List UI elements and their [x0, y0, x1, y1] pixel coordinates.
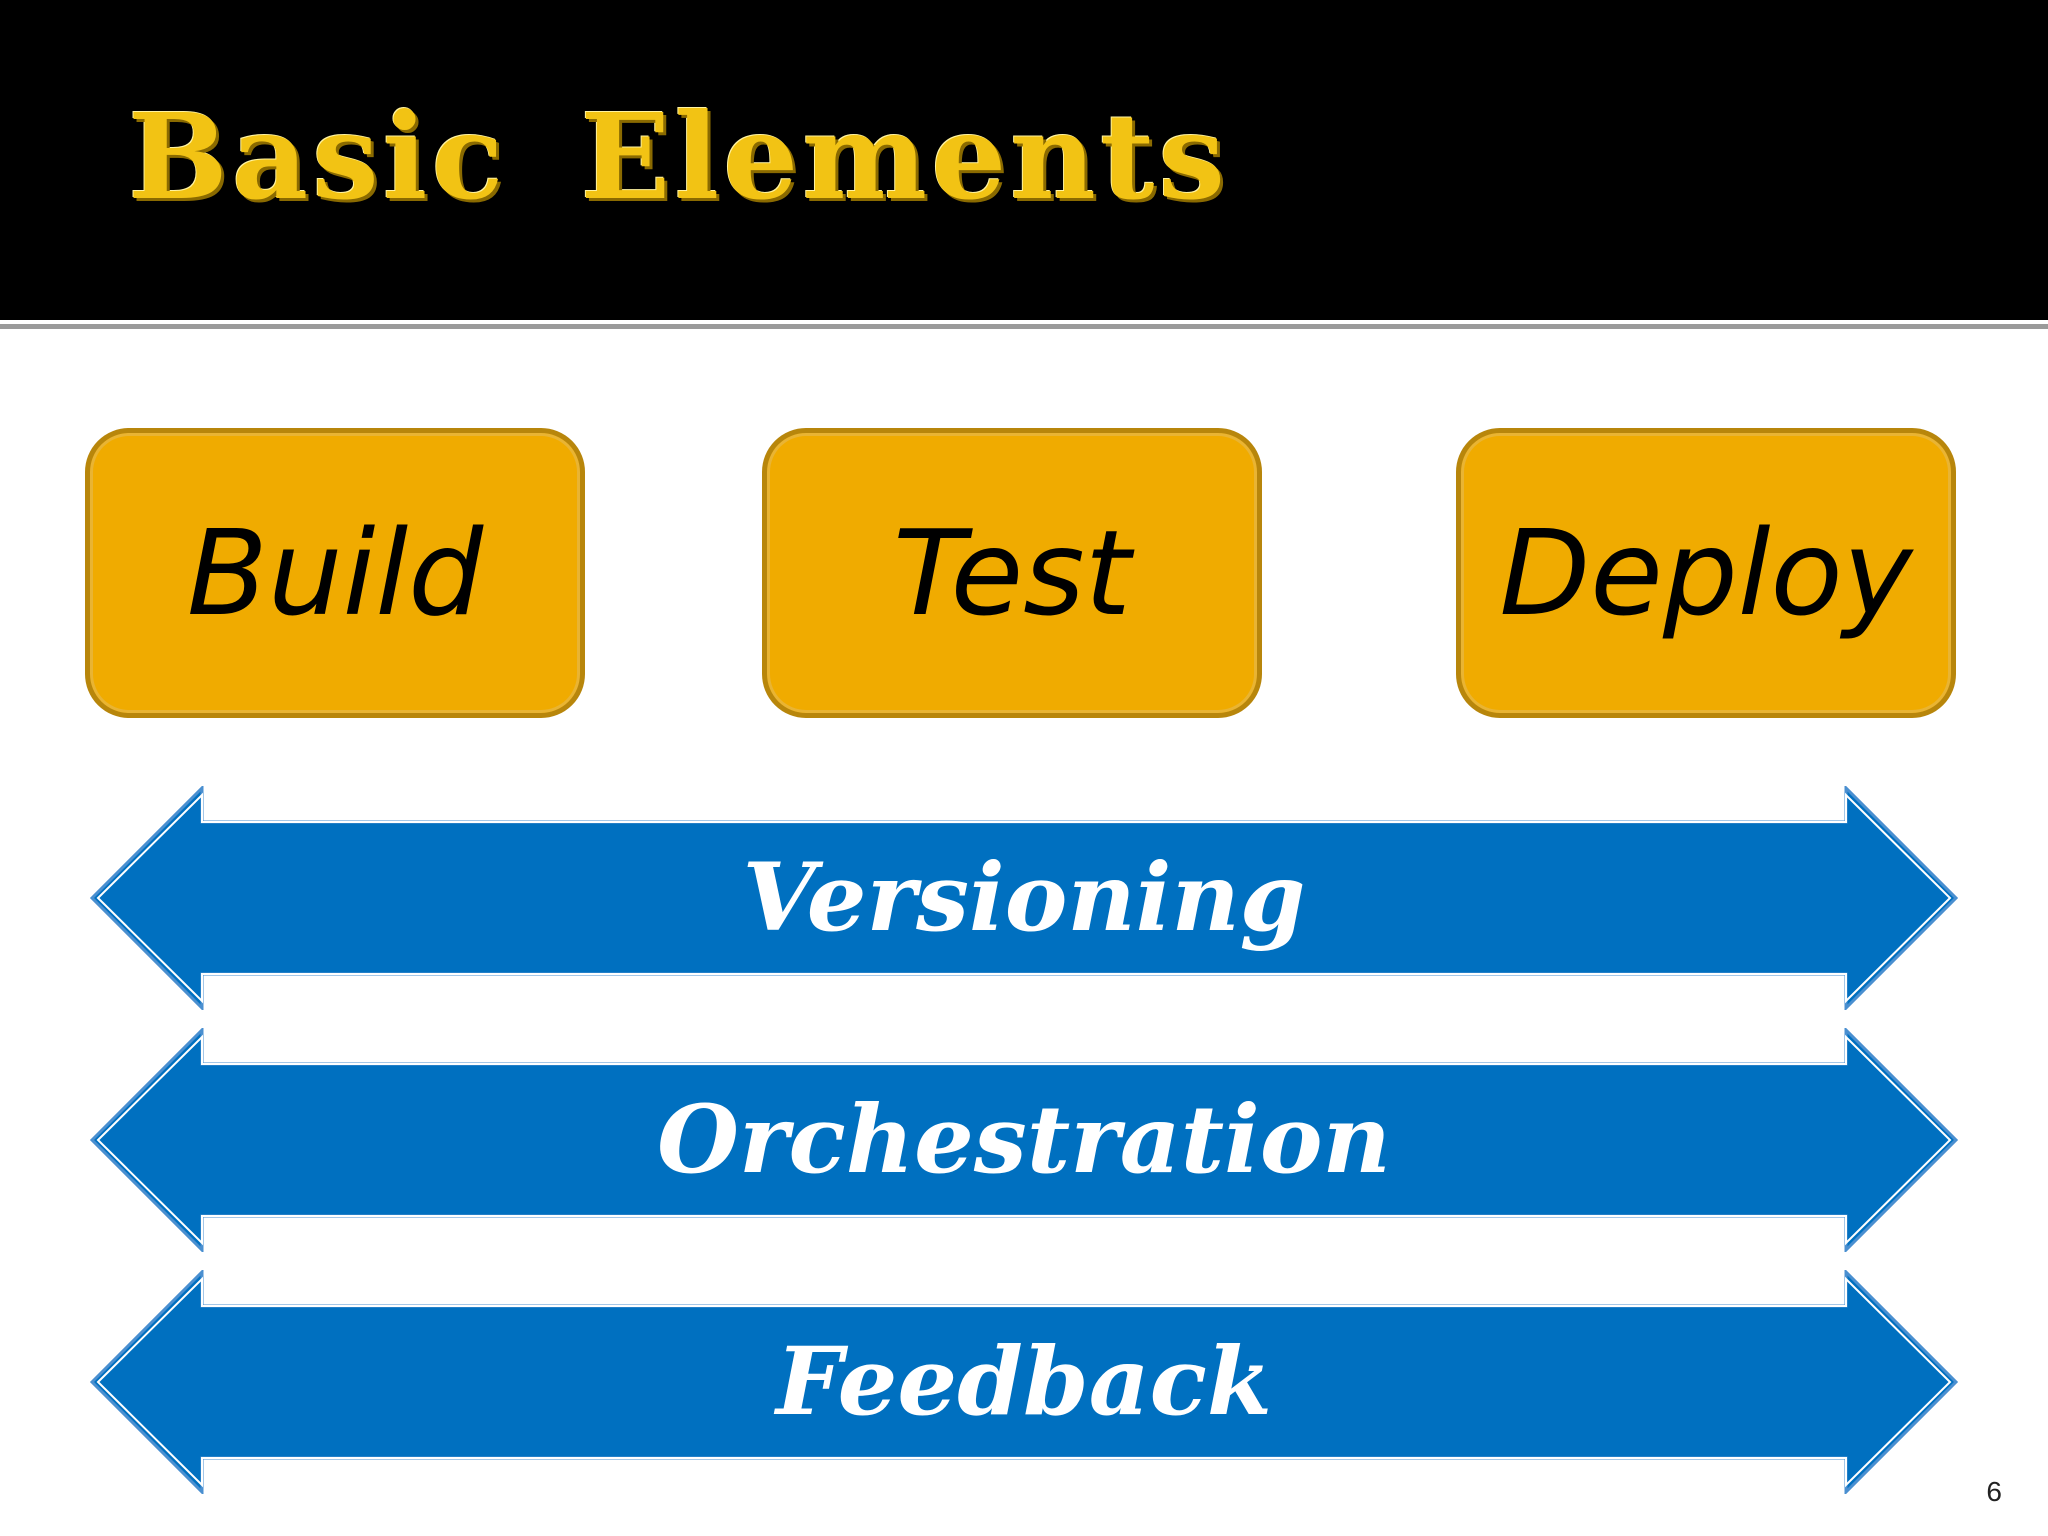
stage-test-label: Test [893, 504, 1131, 642]
stage-build-label: Build [186, 504, 484, 642]
versioning-arrow: Versioning [90, 786, 1958, 1010]
versioning-label: Versioning [742, 843, 1306, 953]
title-bar: Basic Elements [0, 0, 2048, 320]
stage-test-box: Test [762, 428, 1262, 718]
page-number: 6 [1986, 1476, 2002, 1507]
feedback-label: Feedback [776, 1327, 1272, 1437]
slide-title: Basic Elements [128, 87, 1229, 226]
stage-deploy-label: Deploy [1499, 504, 1913, 642]
double-arrow-shape [90, 1270, 1958, 1494]
stage-build-box: Build [85, 428, 585, 718]
stage-deploy-box: Deploy [1456, 428, 1956, 718]
feedback-arrow: Feedback [90, 1270, 1958, 1494]
orchestration-arrow: Orchestration [90, 1028, 1958, 1252]
double-arrow-shape [90, 1028, 1958, 1252]
header-divider [0, 324, 2048, 329]
double-arrow-shape [90, 786, 1958, 1010]
orchestration-label: Orchestration [657, 1085, 1391, 1195]
